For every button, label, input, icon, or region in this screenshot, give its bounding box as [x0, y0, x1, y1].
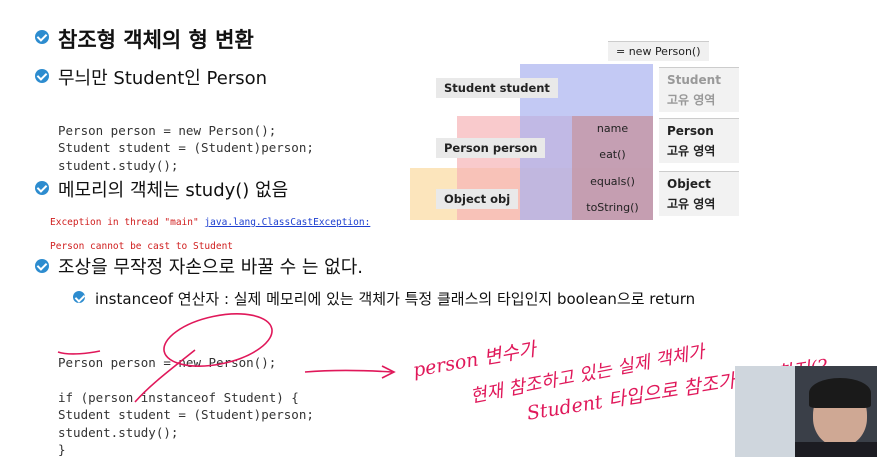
check-bullet-icon: [73, 291, 85, 303]
person-ref-label: Person person: [436, 138, 546, 158]
underline-stroke: [57, 350, 101, 355]
section-heading-no-study: 메모리의 객체는 study() 없음: [58, 180, 289, 201]
code-line: Student student = (Student)person;: [58, 407, 314, 422]
code-line: student.study();: [58, 157, 179, 173]
webcam-overlay: [735, 366, 877, 457]
section-heading-fake-student: 무늬만 Student인 Person: [58, 68, 268, 89]
member-eat: eat(): [599, 148, 626, 161]
slash-stroke: [134, 349, 196, 403]
method-column: [572, 116, 653, 220]
arrow-head-stroke: [381, 365, 396, 379]
code-line: student.study();: [58, 424, 179, 440]
code-line: }: [58, 442, 66, 457]
check-bullet-icon: [35, 69, 49, 83]
arrow-stroke: [304, 369, 393, 373]
circle-new-person-stroke: [163, 313, 273, 367]
code-line: if (person instanceof Student) {: [58, 389, 299, 405]
code-line: Person person = new Person();: [58, 122, 277, 138]
object-ref-label: Object obj: [436, 189, 519, 209]
webcam-person-body: [795, 442, 877, 457]
member-equals: equals(): [590, 175, 635, 188]
instanceof-description: instanceof 연산자 : 실제 메모리에 있는 객체가 특정 클래스의 …: [95, 290, 696, 308]
webcam-window: [735, 366, 795, 457]
student-ref-label: Student student: [436, 78, 558, 98]
check-bullet-icon: [35, 181, 49, 195]
check-bullet-icon: [35, 259, 49, 273]
code-line: Student student = (Student)person;: [58, 140, 314, 155]
exception-link[interactable]: java.lang.ClassCastException:: [204, 217, 371, 228]
exception-message: Exception in thread "main" java.lang.Cla…: [50, 217, 371, 252]
section-heading-ancestor: 조상을 무작정 자손으로 바꿀 수 는 없다.: [58, 257, 364, 278]
code-block-cast: Person person = new Person(); Student stu…: [58, 104, 314, 174]
member-name: name: [596, 122, 629, 135]
new-person-label: = new Person(): [608, 41, 709, 61]
page-title: 참조형 객체의 형 변환: [58, 28, 254, 52]
webcam-person-hair: [809, 378, 871, 408]
member-tostring: toString(): [586, 201, 639, 214]
check-bullet-icon: [35, 30, 49, 44]
